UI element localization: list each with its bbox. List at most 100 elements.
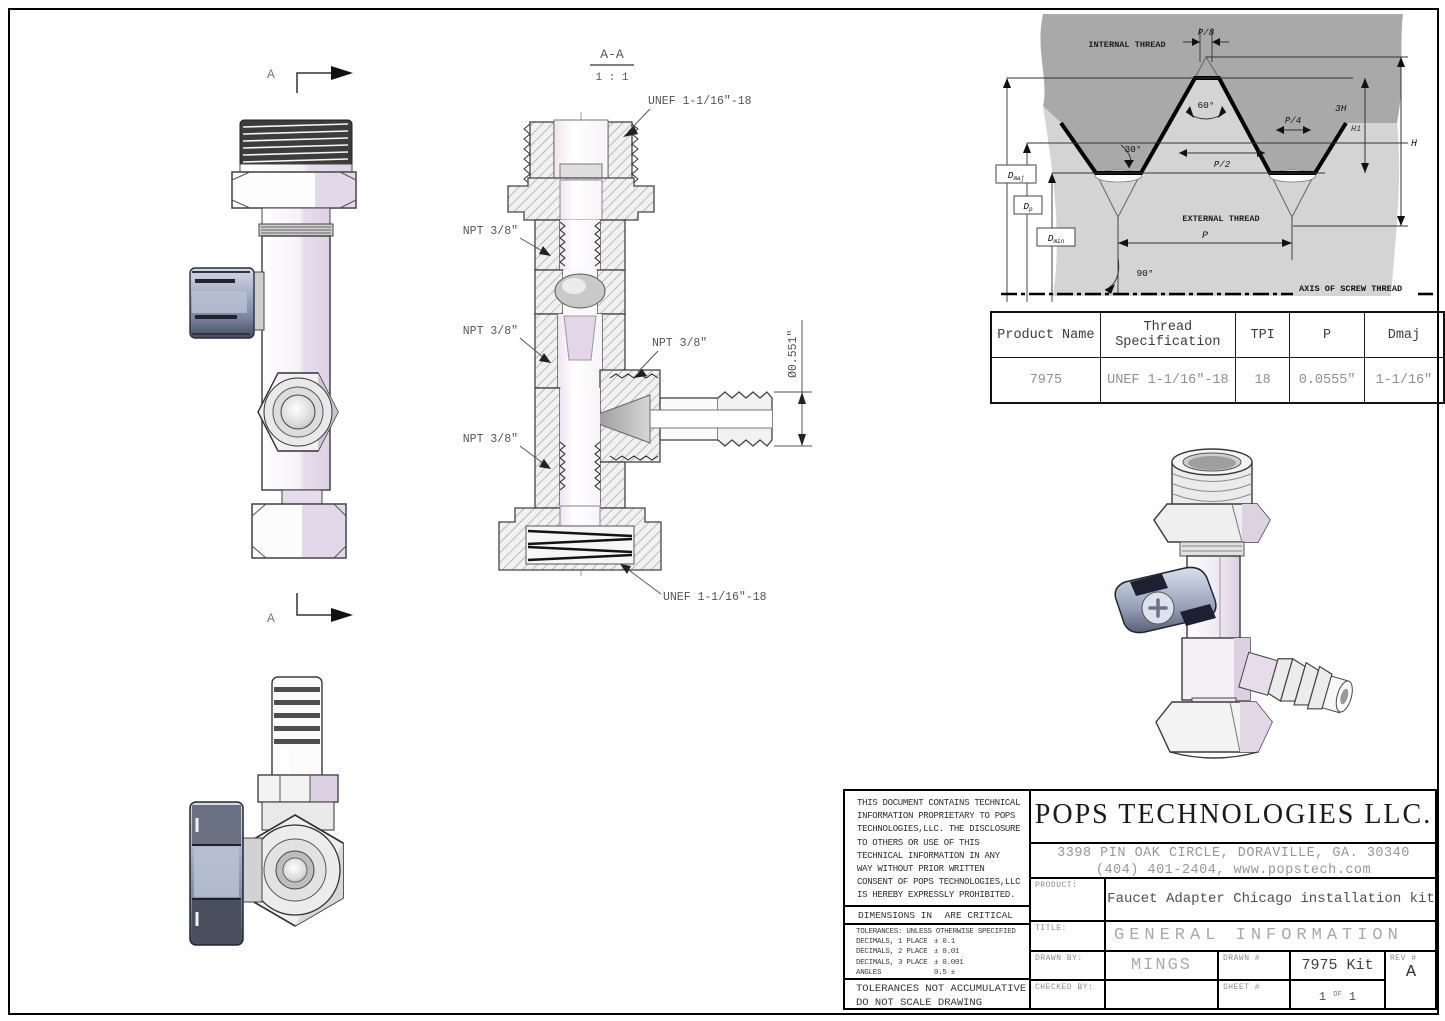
svg-text:1 : 1: 1 : 1 — [595, 72, 628, 84]
svg-text:P/8: P/8 — [1198, 28, 1215, 38]
cell-tpi: 18 — [1234, 357, 1291, 404]
svg-text:UNEF 1-1/16"-18: UNEF 1-1/16"-18 — [663, 591, 767, 604]
front-side-port — [257, 372, 339, 452]
section-title: A-A 1 : 1 — [590, 47, 634, 84]
callout-npt-side: NPT 3/8" — [633, 337, 707, 378]
callout-unef-top: UNEF 1-1/16"-18 — [623, 95, 752, 137]
svg-text:A: A — [267, 67, 275, 82]
iso-handle — [1114, 566, 1217, 634]
dim-h1: H1 3H — [1335, 78, 1369, 173]
iso-barb — [1238, 651, 1353, 714]
front-bottom-nut — [251, 503, 347, 559]
svg-text:AXIS OF SCREW THREAD: AXIS OF SCREW THREAD — [1299, 284, 1402, 294]
svg-text:Dmin: Dmin — [1048, 233, 1065, 245]
section-top-fitting — [523, 119, 639, 185]
dim-30: 30° — [1120, 144, 1142, 169]
cell-product-name: 7975 — [990, 357, 1101, 404]
svg-text:P: P — [1202, 231, 1208, 242]
title-label-cell: TITLE: — [1030, 921, 1105, 951]
drawn-no-value-cell: 7975 Kit — [1290, 951, 1385, 980]
svg-text:60°: 60° — [1197, 100, 1214, 111]
tolerance-footer: TOLERANCES NOT ACCUMULATIVE DO NOT SCALE… — [843, 979, 1030, 1010]
svg-text:A: A — [267, 611, 275, 626]
phillips-screw-icon — [1148, 598, 1168, 618]
section-bottom-nut — [498, 505, 662, 571]
svg-text:NPT 3/8": NPT 3/8" — [463, 225, 518, 238]
svg-text:H1: H1 — [1351, 124, 1361, 134]
spec-data-row: 7975 UNEF 1-1/16"-18 18 0.0555" 1-1/16" — [990, 357, 1445, 404]
col-tpi: TPI — [1234, 311, 1291, 358]
spec-header-row: Product Name Thread Specification TPI P … — [990, 311, 1445, 358]
topview-collar — [257, 774, 339, 803]
front-handle — [189, 267, 265, 339]
svg-text:NPT 3/8": NPT 3/8" — [463, 433, 518, 446]
callout-npt-upper: NPT 3/8" — [463, 225, 551, 256]
rev-cell: REV # A — [1385, 951, 1437, 1010]
title-value-cell: GENERAL INFORMATION — [1105, 921, 1437, 951]
front-male-thread — [239, 119, 353, 175]
proprietary-notice: THIS DOCUMENT CONTAINS TECHNICAL INFORMA… — [843, 789, 1030, 906]
callout-unef-bottom: UNEF 1-1/16"-18 — [620, 564, 767, 604]
section-side-port — [583, 369, 773, 463]
col-thread-spec: Thread Specification — [1099, 311, 1237, 358]
col-product-name: Product Name — [990, 311, 1101, 358]
tolerances-block: TOLERANCES: UNLESS OTHERWISE SPECIFIED D… — [843, 924, 1030, 979]
product-value-cell: Faucet Adapter Chicago installation kit — [1105, 878, 1437, 921]
svg-text:P/4: P/4 — [1285, 116, 1301, 126]
reference-lines — [1006, 28, 1408, 302]
dim-h: H — [1293, 57, 1417, 227]
sheet-border — [8, 8, 1439, 1015]
dim-p8: P/8 — [1183, 28, 1229, 46]
internal-thread-label: INTERNAL THREAD — [1088, 40, 1165, 50]
callout-npt-middle: NPT 3/8" — [463, 325, 551, 363]
front-view: A — [189, 66, 357, 626]
dim-dmin: Dmin — [1036, 173, 1076, 247]
iso-hex-collar — [1153, 503, 1271, 557]
svg-text:H: H — [1411, 139, 1417, 150]
topview-handle — [189, 801, 263, 946]
svg-text:NPT 3/8": NPT 3/8" — [652, 337, 707, 350]
front-neck — [261, 207, 331, 225]
svg-text:30°: 30° — [1124, 144, 1141, 155]
dim-p2: P/2 — [1179, 149, 1265, 170]
dim-60: 60° — [1185, 100, 1227, 120]
dim-barb-od: Ø0.551" — [774, 320, 812, 447]
iso-top-thread — [1171, 448, 1253, 513]
company-name: POPS TECHNOLOGIES LLC. — [1030, 789, 1437, 843]
section-flange — [507, 177, 655, 221]
svg-text:NPT 3/8": NPT 3/8" — [463, 325, 518, 338]
svg-text:P/2: P/2 — [1214, 160, 1231, 170]
dim-dp: Dp — [1013, 143, 1043, 215]
dim-p4: P/4 — [1276, 116, 1311, 134]
dim-90: 90° — [1104, 257, 1154, 294]
section-arrow-bottom-icon: A — [267, 593, 353, 626]
sheet-label-cell: SHEET # — [1218, 980, 1290, 1010]
cell-thread-spec: UNEF 1-1/16"-18 — [1099, 357, 1237, 404]
iso-mid-body — [1181, 637, 1251, 701]
drawn-no-label-cell: DRAWN # — [1218, 951, 1290, 980]
dimensions-critical-row: DIMENSIONS IN ARE CRITICAL — [843, 906, 1030, 924]
svg-text:UNEF 1-1/16"-18: UNEF 1-1/16"-18 — [648, 95, 752, 108]
axis-of-screw-thread: AXIS OF SCREW THREAD — [1001, 284, 1433, 296]
external-thread-label: EXTERNAL THREAD — [1182, 214, 1259, 224]
front-thread-ring — [258, 223, 334, 237]
dim-p: P — [1118, 231, 1292, 247]
title-block: THIS DOCUMENT CONTAINS TECHNICAL INFORMA… — [843, 789, 1437, 1010]
svg-text:A-A: A-A — [600, 47, 624, 62]
col-p: P — [1289, 311, 1365, 358]
dim-dmaj: Dmaj — [995, 78, 1037, 184]
section-arrow-top-icon: A — [267, 66, 353, 93]
svg-text:90°: 90° — [1136, 268, 1153, 279]
topview-hex — [246, 814, 344, 927]
svg-text:3H: 3H — [1335, 103, 1347, 114]
company-address: 3398 PIN OAK CIRCLE, DORAVILLE, GA. 3034… — [1030, 843, 1437, 878]
iso-bottom-nut — [1155, 697, 1273, 759]
isometric-view — [1114, 448, 1353, 759]
drawn-by-value-cell: MINGS — [1105, 951, 1218, 980]
front-hex-nut — [231, 171, 357, 209]
section-ball — [534, 269, 626, 315]
external-thread-region — [1043, 78, 1400, 296]
front-body — [261, 235, 331, 491]
internal-thread-region — [1040, 14, 1403, 173]
